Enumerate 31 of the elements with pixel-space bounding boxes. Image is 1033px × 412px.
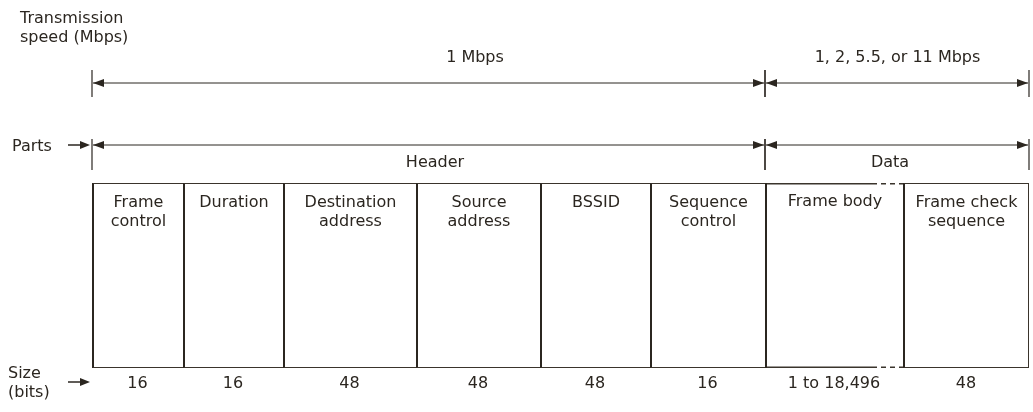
field-size: 1 to 18,496	[786, 373, 882, 393]
frame-field	[540, 183, 650, 368]
frame-field	[903, 183, 1029, 368]
field-size: 16	[126, 373, 149, 393]
field-name: Frame body	[786, 191, 884, 210]
field-size: 16	[221, 373, 245, 393]
field-name: Frame control	[109, 192, 168, 230]
frame-field	[183, 183, 283, 368]
field-name: BSSID	[570, 192, 621, 211]
field-size: 48	[466, 373, 490, 393]
frame-field	[765, 183, 903, 368]
field-name: Duration	[198, 192, 270, 211]
frame-field	[650, 183, 765, 368]
frame-field	[283, 183, 416, 368]
field-name: Frame check sequence	[914, 192, 1019, 230]
axis-label: Size (bits)	[8, 363, 51, 401]
field-size: 16	[696, 373, 719, 393]
axis-label: Parts	[12, 136, 53, 155]
field-name: Source address	[446, 192, 512, 230]
field-size: 48	[954, 373, 978, 393]
axis-label: 1, 2, 5.5, or 11 Mbps	[813, 47, 982, 66]
field-size: 48	[583, 373, 607, 393]
axis-label: Transmission speed (Mbps)	[20, 8, 130, 46]
axis-label: 1 Mbps	[445, 47, 505, 66]
axis-label: Data	[869, 152, 911, 171]
frame-field	[416, 183, 540, 368]
field-size: 48	[338, 373, 361, 393]
field-name: Sequence control	[668, 192, 749, 230]
axis-label: Header	[404, 152, 466, 171]
frame-field	[92, 183, 183, 368]
field-name: Destination address	[303, 192, 398, 230]
